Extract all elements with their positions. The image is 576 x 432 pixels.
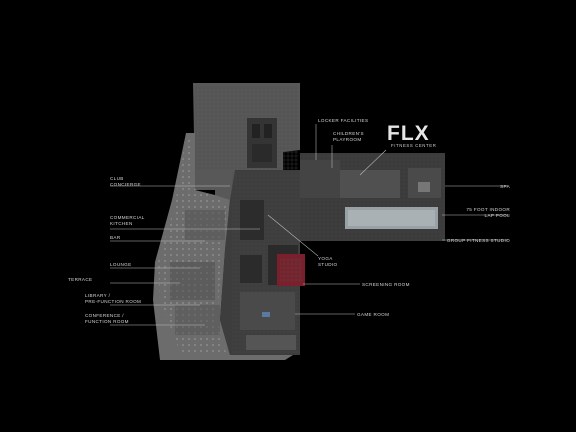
label-conference-2: FUNCTION ROOM bbox=[85, 319, 129, 324]
label-commercial-kitchen-1: COMMERCIAL bbox=[110, 215, 145, 220]
label-childrens-playroom-2: PLAYROOM bbox=[333, 137, 362, 142]
brand-name: FLX bbox=[387, 122, 430, 145]
room-labels: LOCKER FACILITIES CHILDREN'S PLAYROOM CL… bbox=[68, 118, 511, 324]
brand-subtitle: FITNESS CENTER bbox=[391, 143, 436, 148]
leader-lines bbox=[110, 124, 510, 326]
label-screening-room: SCREENING ROOM bbox=[362, 282, 410, 287]
game-room bbox=[240, 292, 295, 330]
locker-area bbox=[300, 160, 340, 198]
label-locker-facilities: LOCKER FACILITIES bbox=[318, 118, 368, 123]
label-bar: BAR bbox=[110, 235, 121, 240]
label-group-fitness-studio: GROUP FITNESS STUDIO bbox=[447, 238, 510, 243]
label-conference-1: CONFERENCE / bbox=[85, 313, 124, 318]
label-terrace: TERRACE bbox=[68, 277, 92, 282]
label-commercial-kitchen-2: KITCHEN bbox=[110, 221, 133, 226]
label-yoga-studio-2: STUDIO bbox=[318, 262, 338, 267]
label-library-2: PRE-FUNCTION ROOM bbox=[85, 299, 141, 304]
label-club-concierge-1: CLUB bbox=[110, 176, 124, 181]
label-lap-pool-2: LAP POOL bbox=[485, 213, 511, 218]
label-yoga-studio-1: YOGA bbox=[318, 256, 333, 261]
brand-mark: FLX FITNESS CENTER bbox=[387, 122, 436, 148]
floor-plan-drawing bbox=[153, 83, 445, 360]
label-lap-pool-1: 75 FOOT INDOOR bbox=[466, 207, 510, 212]
label-childrens-playroom-1: CHILDREN'S bbox=[333, 131, 364, 136]
label-library-1: LIBRARY / bbox=[85, 293, 111, 298]
label-spa: SPA bbox=[500, 184, 510, 189]
label-game-room: GAME ROOM bbox=[357, 312, 389, 317]
label-lounge: LOUNGE bbox=[110, 262, 132, 267]
label-club-concierge-2: CONCIERGE bbox=[110, 182, 141, 187]
